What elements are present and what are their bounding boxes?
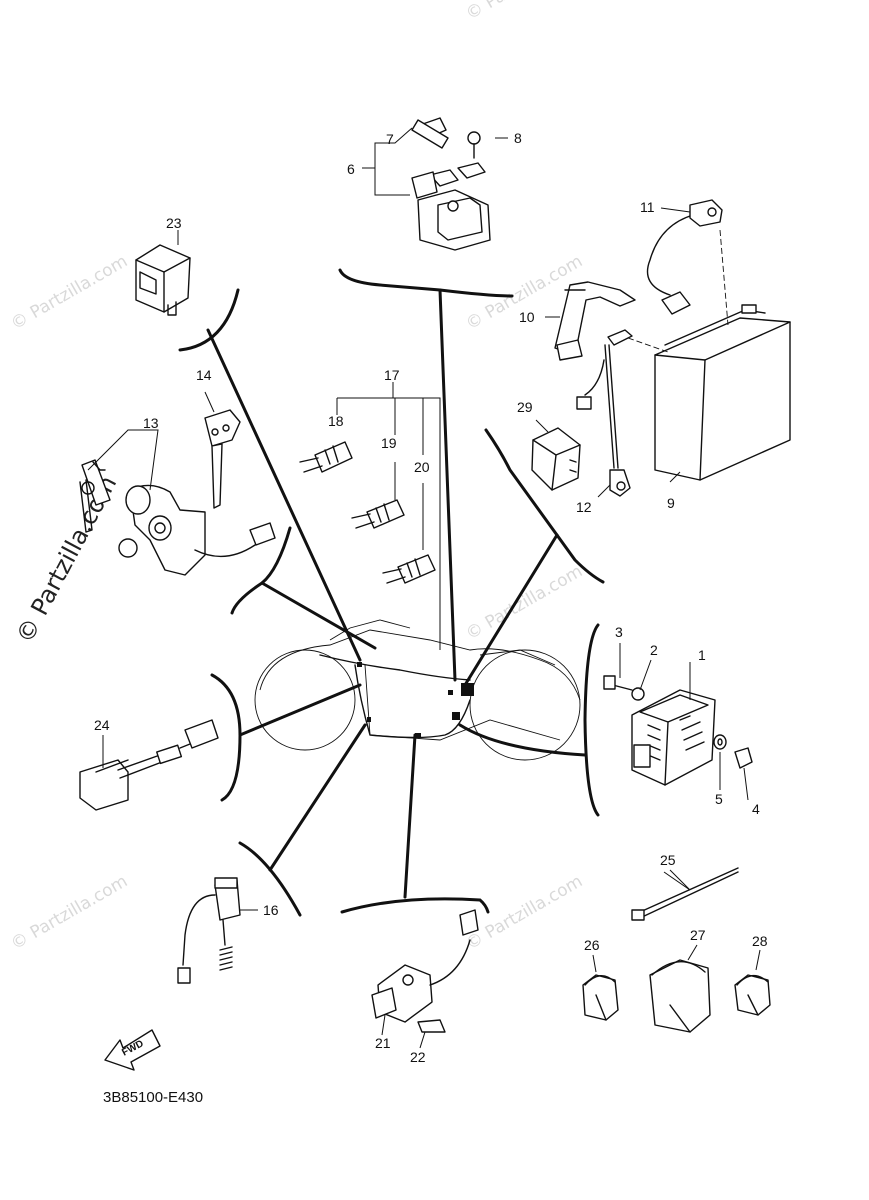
fuse-18 [299,441,353,473]
watermark: © Partzilla.com [463,0,587,24]
battery-lead [646,199,723,315]
clamp-28 [734,974,771,1016]
callout-26: 26 [584,937,600,953]
sender-21 [371,909,479,1049]
callout-7: 7 [386,131,394,147]
rectifier-regulator [603,643,753,801]
callout-17: 17 [384,367,400,383]
callout-5: 5 [715,791,723,807]
battery-band [554,281,636,361]
fuse-19 [351,499,405,529]
callout-20: 20 [414,459,430,475]
callout-16: 16 [263,902,279,918]
fuse-20 [382,554,436,584]
callout-2: 2 [650,642,658,658]
diagram-code: 3B85100-E430 [103,1089,203,1106]
fuses [299,382,441,650]
callout-19: 19 [381,435,397,451]
clamp-27 [649,959,711,1033]
cable-tie [631,867,739,921]
callout-numbers: 1 2 3 4 5 6 7 8 9 10 11 12 13 14 16 17 1… [94,130,768,1065]
callout-4: 4 [752,801,760,817]
watermark: © Partzilla.com [463,871,587,954]
callout-10: 10 [519,309,535,325]
watermark: © Partzilla.com [8,871,132,954]
callout-28: 28 [752,933,768,949]
callout-27: 27 [690,927,706,943]
callout-14: 14 [196,367,212,383]
motorcycle-outline [254,619,581,761]
callout-21: 21 [375,1035,391,1051]
switch-16 [177,877,258,984]
callout-23: 23 [166,215,182,231]
callout-6: 6 [347,161,355,177]
callout-25: 25 [660,852,676,868]
callout-24: 24 [94,717,110,733]
callout-8: 8 [514,130,522,146]
relay-29 [531,427,581,491]
sensor-24 [79,719,219,811]
callout-29: 29 [517,399,533,415]
forward-arrow: FWD [104,1029,161,1071]
starter-relay [411,117,491,251]
callout-9: 9 [667,495,675,511]
callout-13: 13 [143,415,159,431]
callout-12: 12 [576,499,592,515]
group-leaders [178,268,605,917]
callout-leaders [177,127,761,973]
callout-1: 1 [698,647,706,663]
clamp-26 [582,974,619,1021]
ground-lead [576,329,633,497]
callout-18: 18 [328,413,344,429]
callout-3: 3 [615,624,623,640]
watermark: © Partzilla.com [463,561,587,644]
battery [627,229,791,481]
watermark: © Partzilla.com [8,251,132,334]
flasher-relay [135,244,191,316]
callout-22: 22 [410,1049,426,1065]
main-switch [79,409,276,576]
callout-11: 11 [640,199,655,215]
